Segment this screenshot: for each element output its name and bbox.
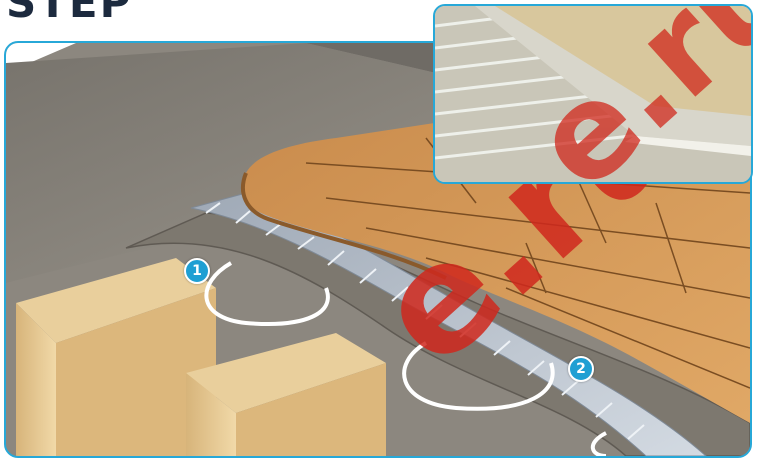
layer-detail-inset: e.ru xyxy=(433,4,753,184)
step-heading: STEP xyxy=(6,0,132,24)
inset-drawing: e.ru xyxy=(435,6,751,182)
callout-badge-2: 2 xyxy=(568,356,594,382)
callout-badge-1: 1 xyxy=(184,258,210,284)
